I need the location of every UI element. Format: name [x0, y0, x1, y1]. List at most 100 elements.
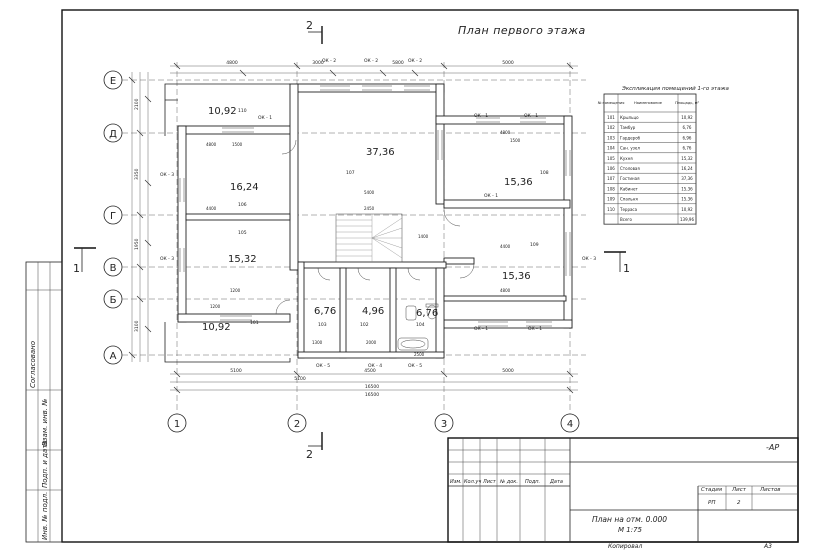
axis-label-1: 1: [174, 419, 180, 430]
left-approval-strip: Согласовано Взам. инв. № Подп. и дата Ин…: [25, 261, 63, 543]
explication-header: № помещения: [598, 101, 625, 105]
dim-inner: 2450: [364, 206, 375, 211]
explication-header: Наименование: [634, 101, 663, 105]
explication-cell: Столовая: [620, 166, 640, 171]
opening-tag: ОК - 1: [484, 193, 498, 199]
dim-bottom-4: 5000: [502, 368, 514, 374]
dim-left-2: 3350: [134, 168, 140, 180]
section-mark-top: 2: [306, 19, 313, 32]
project-code: -АР: [766, 443, 779, 452]
sheets-header: Листов: [759, 487, 781, 493]
sheet-value: 2: [737, 500, 741, 506]
explication-cell: 102: [607, 125, 615, 130]
room-number-101: 101: [250, 320, 259, 326]
explication-cell: Кабинет: [620, 186, 638, 191]
explication-cell: Крыльцо: [620, 115, 639, 120]
drawing-scale: М 1:75: [618, 526, 643, 534]
room-area-study: 15,36: [504, 177, 533, 188]
explication-cell: 37,36: [681, 176, 693, 181]
dim-inner: 4400: [206, 206, 217, 211]
axis-label-v: В: [110, 263, 117, 274]
section-mark-right: 1: [623, 262, 630, 275]
axis-label-d: Д: [109, 129, 117, 140]
axis-label-e: Е: [110, 76, 116, 87]
dim-top-4: 5000: [502, 60, 514, 66]
room-number-109: 109: [530, 242, 539, 248]
room-area-wardrobe: 6,76: [314, 306, 336, 317]
opening-tag: ОК - 3: [582, 256, 596, 262]
room-area-porch: 10,92: [202, 322, 231, 333]
title-block: Изм. Кол.уч Лист № док. Подп. Дата -АР С…: [447, 437, 799, 543]
section-mark-left: 1: [73, 262, 80, 275]
room-area-dining: 16,24: [230, 182, 259, 193]
room-area-bathroom: 6,76: [416, 308, 438, 319]
explication-cell: 6,76: [683, 146, 692, 151]
dim-left-4: 3100: [134, 320, 140, 332]
opening-tag: ОК - 1: [474, 113, 488, 119]
stamp-col-qty: Кол.уч: [464, 479, 481, 485]
explication-cell: 110: [607, 207, 615, 212]
dim-inner: 1200: [230, 288, 241, 293]
opening-tag: ОК - 2: [408, 58, 422, 64]
axis-label-4: 4: [567, 419, 573, 430]
opening-tag: ОК - 1: [258, 115, 272, 121]
dim-left-3: 1950: [134, 238, 140, 250]
stamp-col-doc: № док.: [499, 479, 518, 485]
explication-cell: 106: [607, 166, 615, 171]
section-mark-bottom: 2: [306, 448, 313, 461]
explication-cell: 139,96: [680, 217, 694, 222]
dim-inner: 4400: [500, 244, 511, 249]
stamp-col-sheet: Лист: [482, 479, 497, 485]
opening-tag: ОК - 3: [160, 172, 174, 178]
explication-cell: Терраса: [619, 207, 638, 212]
explication-cell: Гостиная: [620, 176, 640, 181]
explication-cell: 10,92: [681, 115, 693, 120]
axis-label-a: А: [110, 351, 117, 362]
room-area-vestibule: 4,96: [362, 306, 384, 317]
explication-cell: Тамбур: [619, 125, 636, 130]
explication-cell: 16,24: [681, 166, 693, 171]
dim-inner: 5400: [364, 190, 375, 195]
sheet-format: А3: [763, 543, 772, 550]
room-area-terrace: 10,92: [208, 106, 237, 117]
opening-tag: ОК - 1: [528, 326, 542, 332]
sanitary-fixtures: [397, 303, 439, 351]
stamp-col-sign: Подп.: [525, 479, 540, 485]
strip-label-agreed: Согласовано: [29, 341, 37, 388]
explication-cell: Гардероб: [620, 135, 641, 140]
explication-cell: Кухня: [620, 156, 633, 161]
section-marks: 2 2 1 1: [73, 19, 630, 461]
dim-inner: 1500: [510, 138, 521, 143]
explication-cell: 15,36: [681, 186, 693, 191]
copied-label: Копировал: [608, 543, 642, 550]
room-area-bedroom: 15,36: [502, 271, 531, 282]
dim-top-2: 3000: [312, 60, 324, 66]
explication-cell: Сан. узел: [620, 146, 640, 151]
opening-tag: ОК - 2: [322, 58, 336, 64]
dim-inner: 2000: [366, 340, 377, 345]
explication-cell: Всего: [620, 217, 633, 222]
stamp-col-change: Изм.: [450, 479, 462, 485]
dim-inner: 1500: [232, 142, 243, 147]
drawing-title: План первого этажа: [458, 24, 586, 37]
dim-bottom-2: 4500: [364, 368, 376, 374]
room-number-110: 110: [238, 108, 247, 114]
floor-plan: 10,92 37,36 16,24 15,36 15,32 15,36 6,76…: [160, 58, 596, 369]
explication-cell: 15,32: [681, 156, 693, 161]
explication-cell: 103: [607, 135, 615, 140]
opening-tag: ОК - 2: [364, 58, 378, 64]
dim-inner: 4800: [500, 288, 511, 293]
explication-title: Экспликация помещений 1-го этажа: [621, 86, 730, 92]
dim-inner: 1200: [210, 304, 221, 309]
dim-inner: 4800: [206, 142, 217, 147]
opening-tag: ОК - 5: [316, 363, 330, 369]
room-number-103: 103: [318, 322, 327, 328]
explication-cell: 107: [607, 176, 615, 181]
opening-tag: ОК - 4: [368, 363, 382, 369]
dim-bottom-3: 5100: [294, 376, 306, 382]
axis-label-3: 3: [441, 419, 447, 430]
axis-label-2: 2: [294, 419, 300, 430]
room-number-106: 106: [238, 202, 247, 208]
